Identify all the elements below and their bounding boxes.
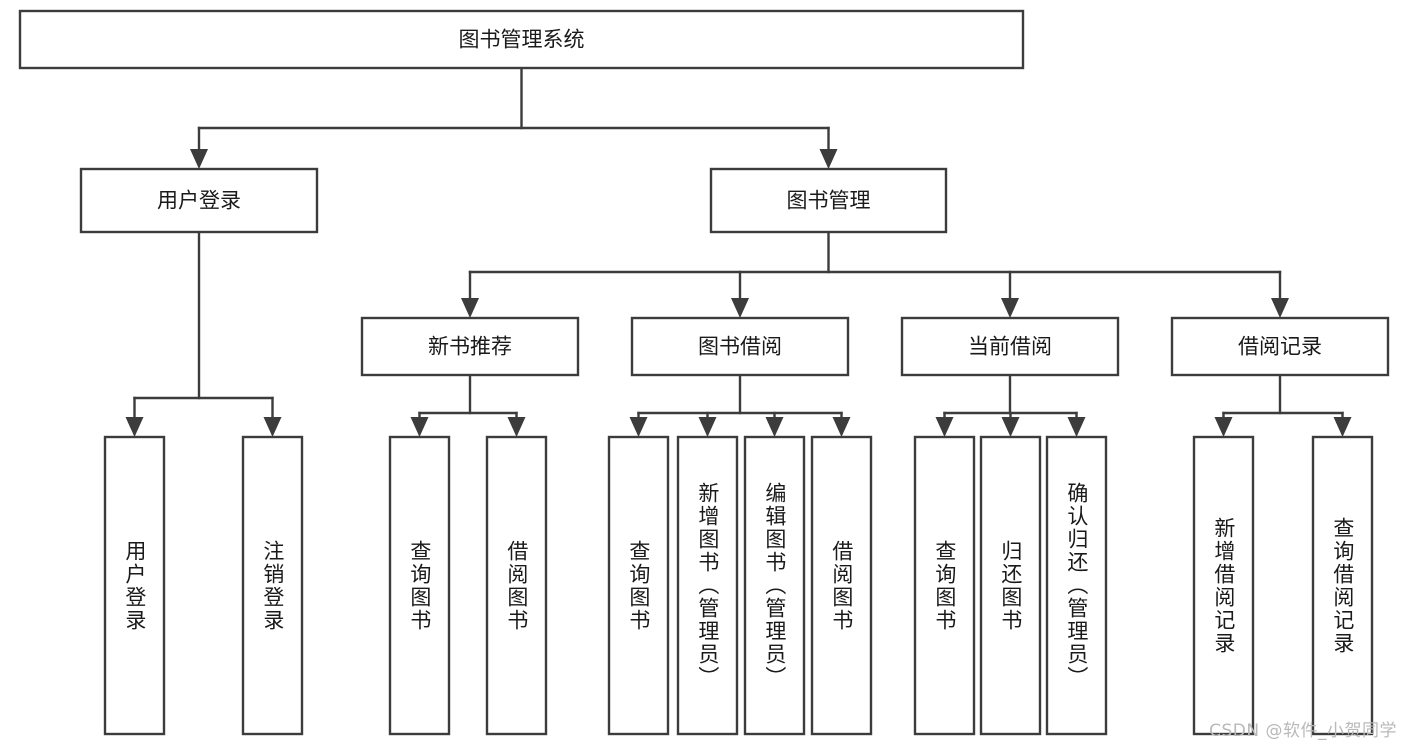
- node-label-new-book-rec: 新书推荐: [428, 335, 512, 359]
- arrow-head-icon: [461, 298, 479, 318]
- arrow-head-icon: [1001, 417, 1020, 437]
- node-leaf-cb-confirm[interactable]: [1045, 435, 1108, 736]
- node-label-user-login: 用户登录: [157, 189, 241, 213]
- arrow-head-icon: [832, 417, 851, 437]
- node-label-borrow-record: 借阅记录: [1238, 335, 1322, 359]
- node-leaf-rec-query[interactable]: [388, 435, 451, 736]
- arrow-head-icon: [125, 417, 144, 437]
- node-current-borrow[interactable]: [900, 316, 1120, 377]
- node-root[interactable]: [18, 9, 1025, 70]
- arrow-head-icon: [1271, 298, 1289, 318]
- arrow-head-icon: [698, 417, 717, 437]
- arrow-head-icon: [263, 417, 282, 437]
- arrow-head-icon: [935, 417, 954, 437]
- connector-layer: [125, 66, 1352, 437]
- node-book-manage[interactable]: [709, 167, 948, 234]
- arrow-head-icon: [410, 417, 429, 437]
- arrow-head-icon: [507, 417, 526, 437]
- node-leaf-br-query[interactable]: [1311, 435, 1374, 736]
- arrow-head-icon: [765, 417, 784, 437]
- node-borrow-record[interactable]: [1170, 316, 1390, 377]
- node-leaf-cb-return[interactable]: [979, 435, 1042, 736]
- node-label-book-borrow: 图书借阅: [698, 335, 782, 359]
- node-user-login[interactable]: [79, 167, 319, 234]
- node-book-borrow[interactable]: [630, 316, 850, 377]
- box-layer: [18, 9, 1390, 736]
- node-leaf-logout[interactable]: [241, 435, 304, 736]
- arrow-head-icon: [629, 417, 648, 437]
- node-label-book-manage: 图书管理: [787, 189, 871, 213]
- arrow-head-icon: [819, 149, 838, 169]
- node-leaf-br-add[interactable]: [1192, 435, 1255, 736]
- node-label-current-borrow: 当前借阅: [968, 335, 1052, 359]
- arrow-head-icon: [1333, 417, 1352, 437]
- csdn-watermark: CSDN @软件_小贺同学: [1209, 721, 1397, 741]
- arrow-head-icon: [1067, 417, 1086, 437]
- node-leaf-bb-borrow[interactable]: [810, 435, 873, 736]
- node-leaf-cb-query[interactable]: [913, 435, 976, 736]
- node-leaf-bb-query[interactable]: [607, 435, 670, 736]
- arrow-head-icon: [1214, 417, 1233, 437]
- node-label-root: 图书管理系统: [459, 28, 585, 52]
- arrow-head-icon: [731, 298, 749, 318]
- arrow-head-icon: [1001, 298, 1019, 318]
- node-leaf-bb-edit[interactable]: [743, 435, 806, 736]
- node-leaf-bb-add[interactable]: [676, 435, 739, 736]
- node-new-book-rec[interactable]: [360, 316, 580, 377]
- node-leaf-user-login[interactable]: [103, 435, 166, 736]
- node-leaf-rec-borrow[interactable]: [485, 435, 548, 736]
- arrow-head-icon: [190, 149, 208, 169]
